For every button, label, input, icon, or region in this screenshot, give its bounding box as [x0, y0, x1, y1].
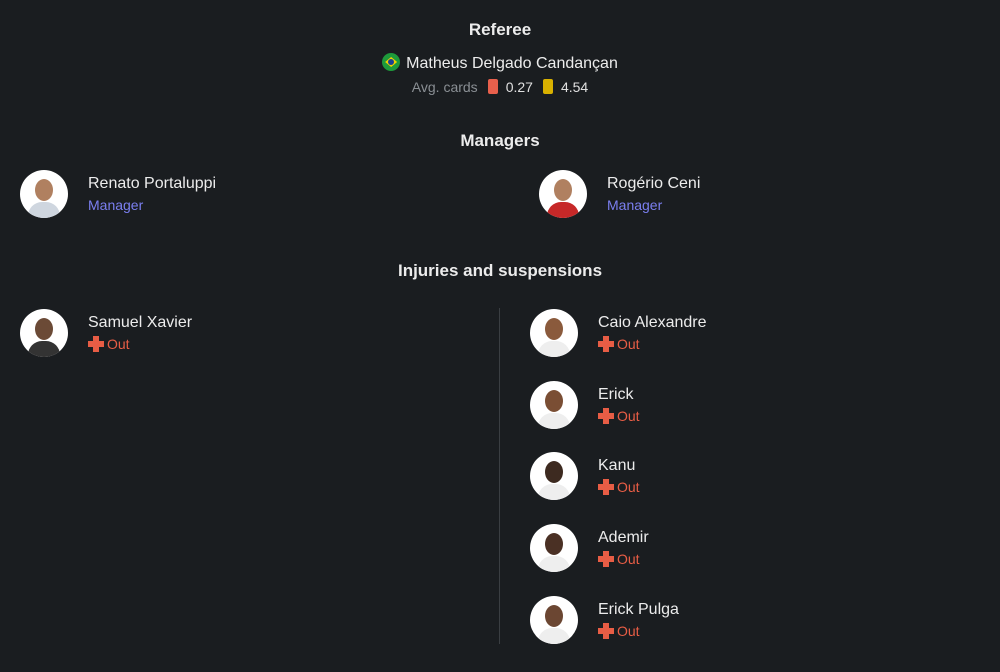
player-name: Samuel Xavier [88, 314, 193, 331]
player-name: Erick Pulga [598, 601, 679, 618]
status-out: Out [88, 336, 192, 352]
status-label: Out [617, 479, 640, 495]
status-label: Out [107, 336, 130, 352]
manager-name: Rogério Ceni [607, 175, 701, 192]
referee-name-row[interactable]: Matheus Delgado Candançan [0, 53, 1000, 73]
referee-heading: Referee [468, 20, 532, 39]
status-out: Out [598, 336, 707, 352]
manager-role: Manager [607, 197, 663, 213]
injuries-heading: Injuries and suspensions [397, 261, 603, 280]
injury-cross-icon [598, 623, 614, 639]
status-label: Out [617, 623, 640, 639]
referee-name: Matheus Delgado Candançan [406, 55, 618, 72]
status-label: Out [617, 336, 640, 352]
avatar [20, 170, 68, 218]
status-out: Out [598, 623, 679, 639]
column-divider [499, 308, 500, 644]
injury-cross-icon [598, 479, 614, 495]
avatar [530, 596, 578, 644]
player-name: Kanu [598, 457, 636, 474]
player-name: Ademir [598, 529, 649, 546]
manager-name: Renato Portaluppi [88, 175, 217, 192]
injury-cross-icon [88, 336, 104, 352]
status-label: Out [617, 551, 640, 567]
injury-cross-icon [598, 408, 614, 424]
avatar [539, 170, 587, 218]
avg-cards: Avg. cards 0.27 4.54 [0, 79, 1000, 95]
yellow-card-icon [542, 79, 553, 94]
avatar [530, 452, 578, 500]
manager-role: Manager [88, 197, 144, 213]
status-out: Out [598, 479, 640, 495]
avatar [20, 309, 68, 357]
injury-cross-icon [598, 551, 614, 567]
red-card-icon [487, 79, 498, 94]
avatar [530, 524, 578, 572]
red-card-avg: 0.27 [505, 79, 533, 95]
managers-heading: Managers [460, 131, 540, 150]
brazil-flag-icon [382, 53, 401, 71]
status-out: Out [598, 408, 640, 424]
player-name: Erick [598, 386, 634, 403]
injury-cross-icon [598, 336, 614, 352]
player-name: Caio Alexandre [598, 314, 707, 331]
avatar [530, 309, 578, 357]
status-label: Out [617, 408, 640, 424]
status-out: Out [598, 551, 649, 567]
avg-cards-label: Avg. cards [411, 79, 478, 95]
avatar [530, 381, 578, 429]
yellow-card-avg: 4.54 [560, 79, 589, 95]
